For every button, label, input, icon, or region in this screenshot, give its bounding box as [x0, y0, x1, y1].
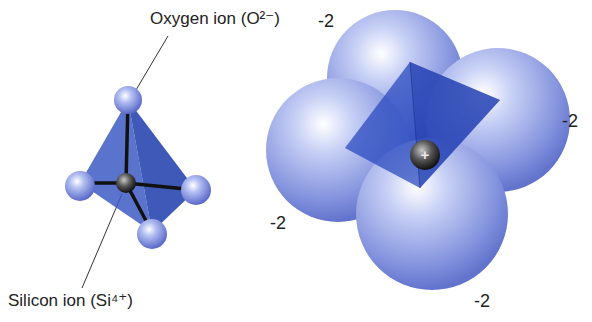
part-label: Silicon ion (Si⁴⁺)	[8, 292, 133, 311]
charge-label: -2	[474, 292, 490, 312]
charge-sign: +	[421, 147, 430, 164]
leader-line	[82, 194, 122, 288]
leader-line	[136, 36, 168, 90]
charge-label: -2	[270, 214, 286, 234]
space-filling-model	[266, 10, 570, 290]
ball-and-stick-model	[65, 86, 211, 249]
part-label: Oxygen ion (O²⁻)	[150, 10, 280, 29]
charge-label: -2	[562, 112, 578, 132]
charge-label: -2	[318, 12, 334, 32]
